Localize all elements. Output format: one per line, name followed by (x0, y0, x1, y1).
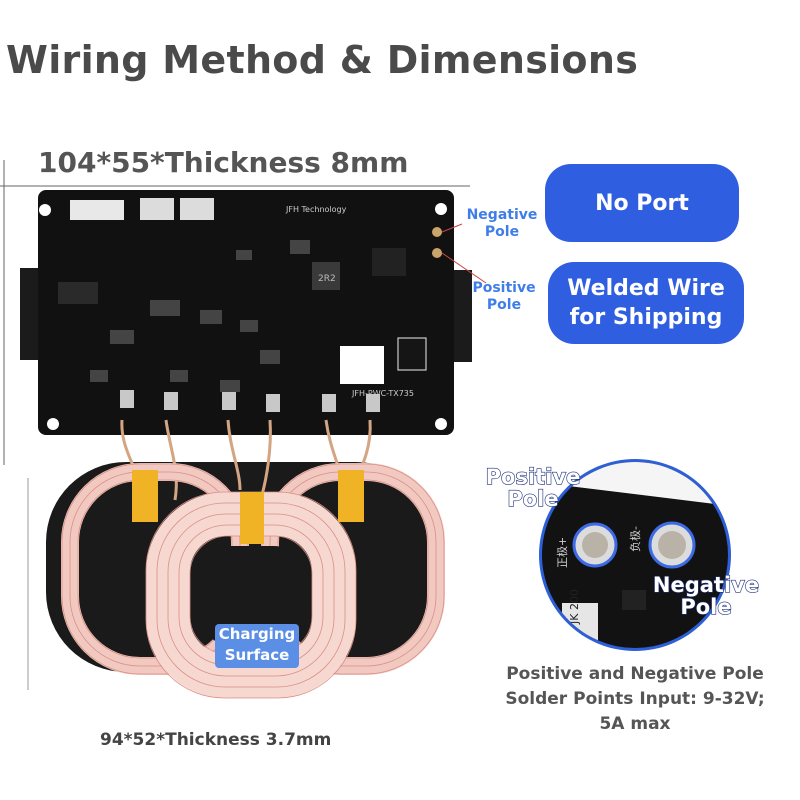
svg-text:2R2: 2R2 (318, 274, 336, 284)
charging-surface-label: Charging Surface (215, 624, 299, 668)
no-port-pill: No Port (545, 164, 739, 242)
coil-dimensions: 94*52*Thickness 3.7mm (100, 730, 332, 750)
solder-points-caption: Positive and Negative Pole Solder Points… (505, 664, 765, 734)
negative-pole-label: Negative Pole (466, 207, 538, 240)
svg-text:JFH-PWC-TX735: JFH-PWC-TX735 (351, 389, 414, 398)
svg-text:负极-: 负极- (628, 526, 642, 552)
svg-text:正极+: 正极+ (555, 537, 569, 568)
board-dimensions: 104*55*Thickness 8mm (38, 146, 409, 179)
zoom-positive-pole-label: Positive Pole (485, 465, 581, 511)
zoom-negative-pole-label: Negative Pole (652, 573, 760, 619)
svg-text:JFH Technology: JFH Technology (285, 205, 347, 214)
welded-wire-text: Welded Wire for Shipping (567, 276, 725, 330)
svg-text:JK 200: JK 200 (568, 589, 581, 625)
positive-pole-label: Positive Pole (472, 280, 536, 313)
page-title: Wiring Method & Dimensions (6, 38, 639, 82)
welded-wire-pill: Welded Wire for Shipping (548, 262, 744, 344)
charging-surface-text: Charging Surface (218, 625, 296, 664)
no-port-text: No Port (595, 190, 689, 216)
